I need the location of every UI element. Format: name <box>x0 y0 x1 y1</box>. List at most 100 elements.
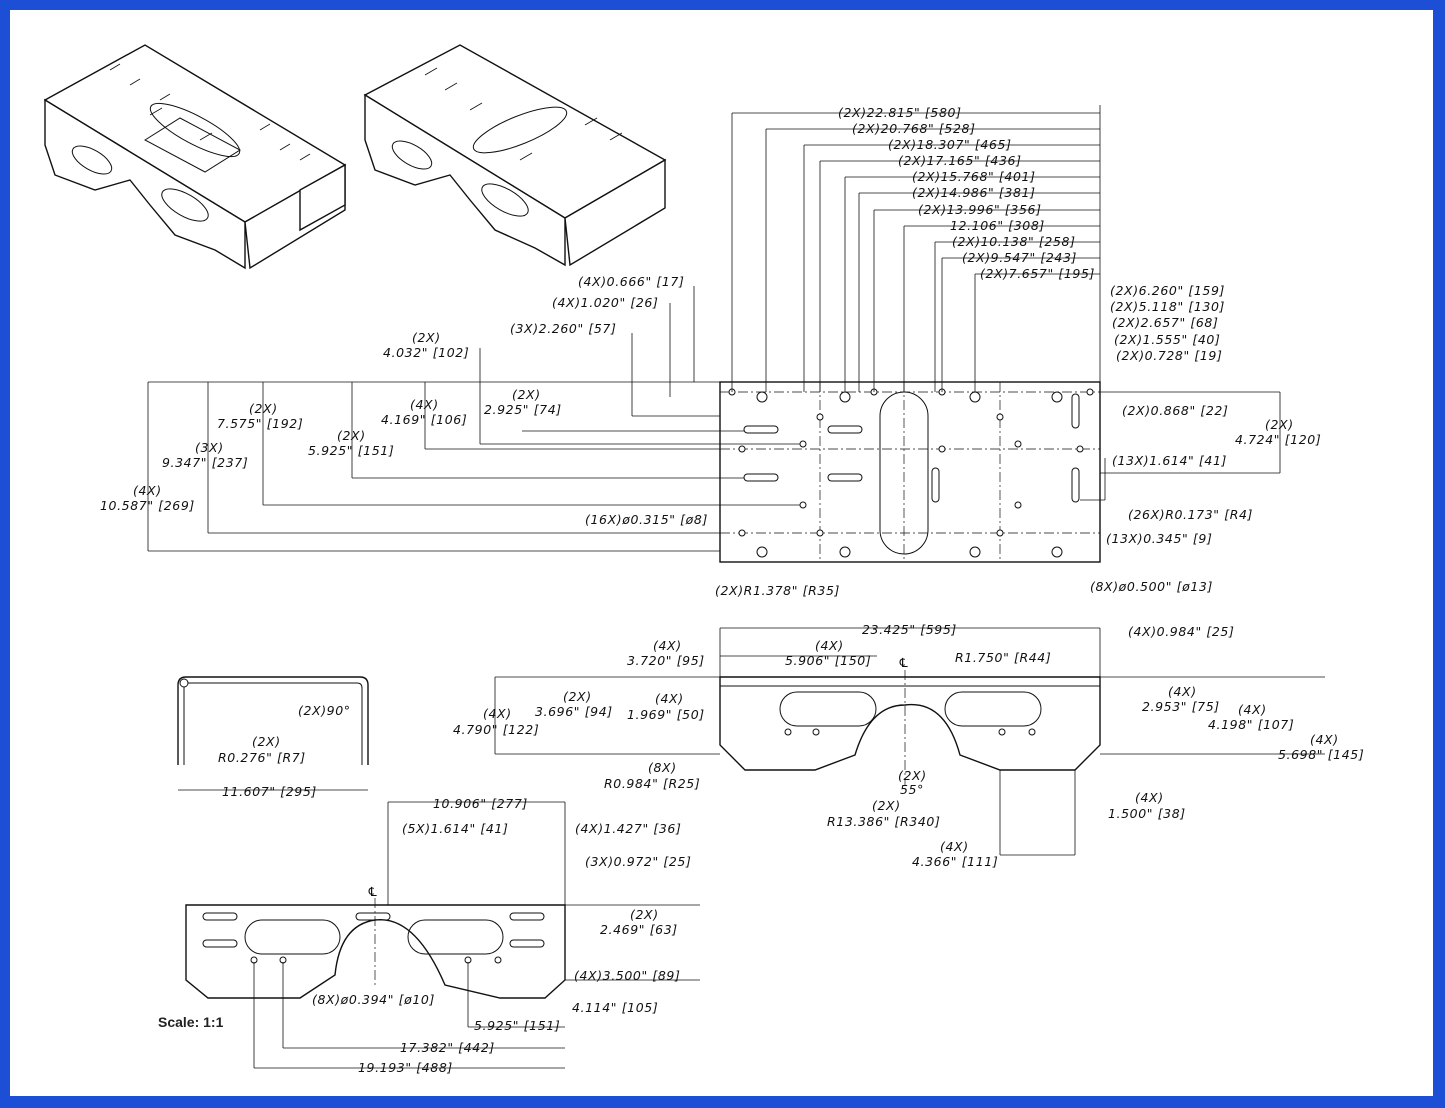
dim-qty: (2X) <box>1265 417 1294 432</box>
dim-label: 4.114" [105] <box>572 1000 658 1015</box>
dim-label: R0.276" [R7] <box>218 750 306 765</box>
dim-label: 10.906" [277] <box>433 796 528 811</box>
dim-label: (2X)2.657" [68] <box>1112 315 1218 330</box>
dim-label: 55° <box>900 782 924 797</box>
dim-label: (2X)22.815" [580] <box>838 105 962 120</box>
dim-label: (26X)R0.173" [R4] <box>1128 507 1253 522</box>
dim-label: (4X)1.427" [36] <box>575 821 681 836</box>
dim-label: 4.032" [102] <box>383 345 469 360</box>
dim-qty: (2X) <box>412 330 441 345</box>
top-view <box>719 381 1101 563</box>
dim-label: 1.500" [38] <box>1108 806 1186 821</box>
dimension-lines <box>147 286 1325 1069</box>
top-view-plate <box>719 381 1101 563</box>
drawing-sheet: ℄ ℄ (2X)22.815" [580] (2X)20.768" [528] … <box>10 10 1433 1096</box>
dim-label: 17.382" [442] <box>400 1040 495 1055</box>
end-view <box>177 676 369 765</box>
dim-qty: (4X) <box>133 483 162 498</box>
dim-label: R1.750" [R44] <box>955 650 1051 665</box>
dim-label: 5.906" [150] <box>785 653 871 668</box>
dim-qty: (4X) <box>1168 684 1197 699</box>
dim-qty: (2X) <box>512 387 541 402</box>
dimension-labels: (2X)22.815" [580] (2X)20.768" [528] (2X)… <box>100 105 1364 1075</box>
technical-drawing: ℄ ℄ (2X)22.815" [580] (2X)20.768" [528] … <box>43 44 1364 1075</box>
dim-label: (2X)14.986" [381] <box>912 185 1036 200</box>
dim-label: (2X)20.768" [528] <box>852 121 976 136</box>
dim-label: (2X)15.768" [401] <box>912 169 1036 184</box>
dim-label: (2X)5.118" [130] <box>1110 299 1225 314</box>
dim-qty: (4X) <box>1135 790 1164 805</box>
dim-label: 5.925" [151] <box>474 1018 560 1033</box>
dim-label: (8X)ø0.500" [ø13] <box>1090 579 1213 594</box>
dim-label: 7.575" [192] <box>217 416 303 431</box>
dim-qty: (2X) <box>252 734 281 749</box>
bottom-view: ℄ <box>185 884 566 999</box>
dim-qty: (4X) <box>483 706 512 721</box>
dim-qty: (4X) <box>653 638 682 653</box>
dim-qty: (4X) <box>655 691 684 706</box>
dim-label: 3.720" [95] <box>627 653 705 668</box>
dim-label: (5X)1.614" [41] <box>402 821 508 836</box>
dim-label: 10.587" [269] <box>100 498 195 513</box>
dim-label: (2X)90° <box>298 703 351 718</box>
dim-label: (4X)3.500" [89] <box>574 968 680 983</box>
dim-label: 23.425" [595] <box>862 622 957 637</box>
dim-qty: (2X) <box>630 907 659 922</box>
dim-label: R13.386" [R340] <box>827 814 940 829</box>
dim-label: (2X)0.728" [19] <box>1116 348 1222 363</box>
dim-qty: (4X) <box>940 839 969 854</box>
dim-label: 4.169" [106] <box>381 412 467 427</box>
dim-label: (2X)10.138" [258] <box>952 234 1076 249</box>
dim-label: (2X)R1.378" [R35] <box>715 583 840 598</box>
dim-qty: (4X) <box>1310 732 1339 747</box>
dim-label: (16X)ø0.315" [ø8] <box>585 512 708 527</box>
side-view-profile <box>719 676 1101 771</box>
dim-label: 9.347" [237] <box>162 455 248 470</box>
dim-qty: (2X) <box>898 768 927 783</box>
dim-label: 2.469" [63] <box>600 922 678 937</box>
dim-label: 4.724" [120] <box>1235 432 1321 447</box>
top-view-dimensions <box>731 105 1101 392</box>
scale-label: Scale: 1:1 <box>158 1014 224 1030</box>
dim-label: 4.198" [107] <box>1208 717 1294 732</box>
isometric-view-back <box>363 44 667 267</box>
dim-label: 2.925" [74] <box>484 402 562 417</box>
dim-label: 3.696" [94] <box>535 704 613 719</box>
svg-text:℄: ℄ <box>898 655 910 670</box>
dim-label: (3X)2.260" [57] <box>510 321 616 336</box>
dim-label: (4X)0.666" [17] <box>578 274 684 289</box>
dim-label: (2X)9.547" [243] <box>962 250 1077 265</box>
dim-label: 11.607" [295] <box>222 784 317 799</box>
dim-label: 4.790" [122] <box>453 722 539 737</box>
dim-label: (2X)17.165" [436] <box>898 153 1022 168</box>
dim-label: (13X)0.345" [9] <box>1106 531 1212 546</box>
dim-label: R0.984" [R25] <box>604 776 700 791</box>
dim-label: 2.953" [75] <box>1142 699 1220 714</box>
dim-qty: (4X) <box>815 638 844 653</box>
dim-qty: (3X) <box>195 440 224 455</box>
dim-label: (13X)1.614" [41] <box>1112 453 1227 468</box>
side-view: ℄ <box>719 655 1101 785</box>
dim-qty: (4X) <box>410 397 439 412</box>
isometric-view-front <box>43 44 347 270</box>
dim-label: 1.969" [50] <box>627 707 705 722</box>
dim-label: 5.698" [145] <box>1278 747 1364 762</box>
svg-text:℄: ℄ <box>367 884 379 899</box>
dim-label: (3X)0.972" [25] <box>585 854 691 869</box>
dim-label: (4X)1.020" [26] <box>552 295 658 310</box>
dim-qty: (2X) <box>563 689 592 704</box>
dim-label: (2X)0.868" [22] <box>1122 403 1228 418</box>
dim-label: (2X)18.307" [465] <box>888 137 1012 152</box>
dim-label: (2X)13.996" [356] <box>918 202 1042 217</box>
dim-label: 5.925" [151] <box>308 443 394 458</box>
dim-qty: (4X) <box>1238 702 1267 717</box>
dim-label: (2X)6.260" [159] <box>1110 283 1225 298</box>
dim-label: 12.106" [308] <box>950 218 1045 233</box>
dim-label: (4X)0.984" [25] <box>1128 624 1234 639</box>
dim-label: (8X)ø0.394" [ø10] <box>312 992 435 1007</box>
dim-qty: (8X) <box>648 760 677 775</box>
dim-label: 19.193" [488] <box>358 1060 453 1075</box>
dim-qty: (2X) <box>872 798 901 813</box>
dim-qty: (2X) <box>337 428 366 443</box>
dim-label: (2X)7.657" [195] <box>980 266 1095 281</box>
